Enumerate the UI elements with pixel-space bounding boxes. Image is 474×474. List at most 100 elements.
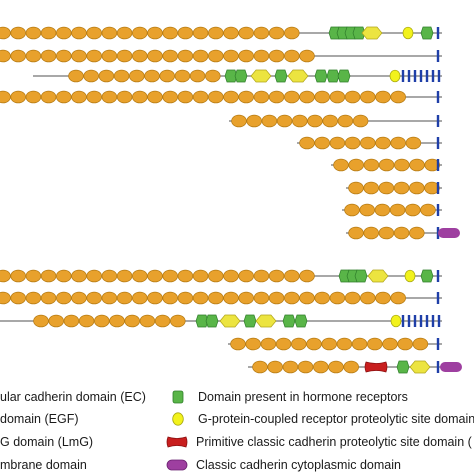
ec-domain — [306, 337, 322, 351]
transmembrane-domain — [436, 292, 440, 304]
hormone-receptor-domain — [420, 269, 434, 283]
ec-domain — [116, 269, 133, 283]
ec-domain — [268, 269, 285, 283]
transmembrane-domain — [407, 315, 411, 327]
transmembrane-domain — [401, 315, 405, 327]
ec-domain — [208, 90, 224, 104]
ec-domain — [10, 90, 26, 104]
ec-domain — [71, 26, 87, 40]
ec-domain — [378, 181, 395, 195]
ec-domain — [56, 90, 72, 104]
ec-domain — [291, 337, 307, 351]
ec-domain — [389, 203, 406, 217]
ec-domain — [25, 269, 42, 283]
ec-domain — [375, 90, 391, 104]
transmembrane-domain — [437, 315, 441, 327]
ec-domain — [405, 203, 421, 217]
ec-domain — [238, 269, 254, 283]
ec-domain — [192, 49, 209, 63]
ec-domain — [162, 90, 178, 104]
ec-domain — [205, 69, 221, 83]
ec-domain — [98, 69, 115, 83]
ec-domain — [348, 181, 364, 195]
legend-item-cyto: Classic cadherin cytoplasmic domain — [166, 456, 401, 474]
transmembrane-domain — [413, 70, 417, 82]
ec-domain — [409, 158, 425, 172]
ec-domain — [132, 49, 148, 63]
ec-domain — [71, 90, 87, 104]
ec-domain — [177, 26, 194, 40]
gps-domain — [402, 26, 414, 40]
ec-domain — [412, 337, 429, 351]
legend-label-ec: ular cadherin domain (EC) — [0, 390, 146, 404]
ec-domain — [101, 269, 118, 283]
legend-label-lmg: G domain (LmG) — [0, 435, 94, 449]
ec-domain — [284, 291, 300, 305]
hormone-receptor-domain — [205, 314, 219, 328]
ec-domain — [314, 90, 330, 104]
ec-domain — [313, 360, 329, 374]
ec-domain — [382, 337, 398, 351]
ec-domain — [86, 269, 102, 283]
ec-domain — [252, 360, 268, 374]
ec-domain — [374, 203, 391, 217]
ec-domain — [144, 69, 160, 83]
hormone-receptor-domain — [326, 69, 340, 83]
ec-domain — [25, 49, 42, 63]
ec-domain — [344, 291, 361, 305]
ec-domain — [177, 291, 194, 305]
ec-domain — [40, 269, 57, 283]
ec-domain — [162, 49, 178, 63]
transmembrane-domain — [431, 315, 435, 327]
ec-domain — [238, 90, 254, 104]
legend-label-egf: domain (EGF) — [0, 412, 79, 426]
ec-domain — [390, 90, 406, 104]
transmembrane-domain — [436, 91, 440, 103]
ec-domain — [420, 203, 436, 217]
ec-domain — [238, 291, 254, 305]
ec-domain — [71, 269, 87, 283]
ec-domain — [307, 114, 323, 128]
ec-domain — [147, 90, 163, 104]
ec-domain — [33, 314, 49, 328]
ec-domain — [314, 136, 330, 150]
ec-domain — [208, 291, 224, 305]
ec-domain — [124, 314, 140, 328]
ec-domain — [390, 291, 406, 305]
ec-domain — [68, 69, 84, 83]
ec-domain — [329, 90, 346, 104]
ec-domain — [268, 26, 285, 40]
ec-domain — [363, 226, 379, 240]
ec-domain — [116, 291, 133, 305]
ec-domain — [405, 136, 422, 150]
gps-domain — [404, 269, 416, 283]
legend-label-hormone: Domain present in hormone receptors — [198, 390, 408, 404]
ec-domain — [378, 158, 395, 172]
ec-domain — [10, 269, 26, 283]
ec-domain — [329, 136, 346, 150]
ec-domain — [208, 49, 224, 63]
ec-domain — [261, 114, 278, 128]
ec-domain — [322, 114, 338, 128]
ec-domain — [0, 269, 11, 283]
legend-label-primitive: Primitive classic cadherin proteolytic s… — [196, 435, 472, 449]
transmembrane-domain — [436, 159, 440, 171]
transmembrane-domain — [436, 27, 440, 39]
ec-domain — [25, 26, 42, 40]
ec-domain — [299, 49, 315, 63]
ec-domain — [348, 158, 364, 172]
cytoplasmic-domain — [438, 228, 460, 238]
legend-label-tm: mbrane domain — [0, 458, 87, 472]
ec-domain — [268, 49, 285, 63]
ec-domain — [0, 291, 11, 305]
ec-domain — [86, 49, 102, 63]
ec-domain — [56, 49, 72, 63]
ec-domain — [192, 90, 209, 104]
ec-domain — [25, 90, 42, 104]
hormone-receptor-domain — [354, 269, 368, 283]
ec-domain — [352, 114, 369, 128]
gps-domain — [390, 314, 402, 328]
hormone-receptor-domain — [234, 69, 248, 83]
ec-domain — [159, 69, 175, 83]
ec-domain — [363, 181, 379, 195]
